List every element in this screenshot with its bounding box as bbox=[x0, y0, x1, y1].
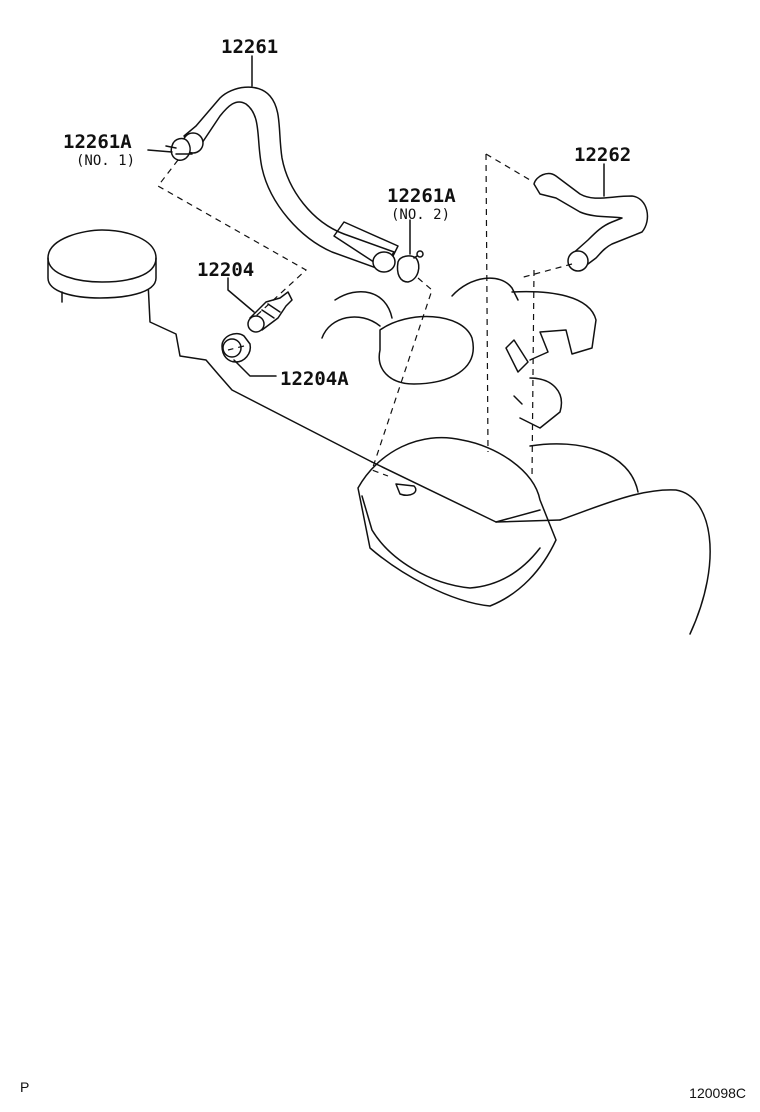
callout-12261a-no1: 12261A bbox=[63, 131, 132, 153]
callout-12261a-no2-note: (NO. 2) bbox=[391, 207, 450, 223]
hose-clip-no1 bbox=[165, 137, 193, 161]
callout-12261a-no2: 12261A bbox=[387, 185, 456, 207]
grommet-12204a bbox=[221, 332, 252, 363]
ventilation-hose-12262 bbox=[533, 172, 649, 272]
hose-clip-no2 bbox=[396, 250, 424, 283]
callout-12204a: 12204A bbox=[280, 368, 349, 390]
leader-lines bbox=[147, 55, 605, 377]
figure-id: 120098C bbox=[689, 1085, 746, 1101]
callout-12204: 12204 bbox=[197, 259, 254, 281]
ventilation-hose-12261 bbox=[182, 86, 399, 273]
callout-12261: 12261 bbox=[221, 36, 278, 58]
pcv-valve-12204 bbox=[247, 291, 293, 333]
assembly-dashed-lines bbox=[157, 153, 573, 479]
oil-filler-cap bbox=[47, 229, 157, 303]
engine-block bbox=[147, 277, 711, 635]
callout-12261a-no1-note: (NO. 1) bbox=[76, 153, 135, 169]
footer-left-mark: P bbox=[20, 1079, 29, 1095]
callout-12262: 12262 bbox=[574, 144, 631, 166]
